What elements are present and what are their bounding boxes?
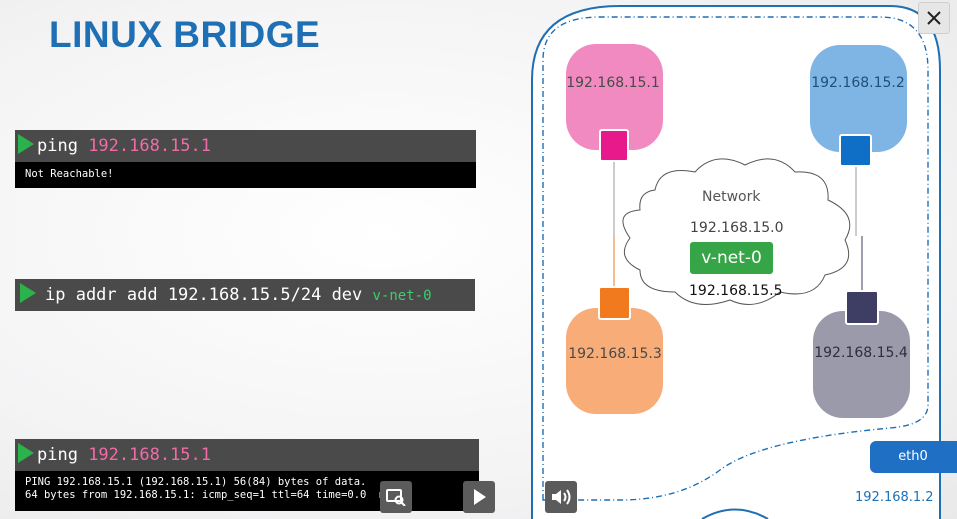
host-ip: 192.168.1.2	[855, 490, 934, 505]
port-ns2	[839, 134, 872, 167]
command-line: ping 192.168.15.1	[15, 130, 476, 162]
close-icon	[927, 11, 941, 25]
volume-icon	[552, 489, 571, 505]
play-icon	[474, 489, 486, 505]
prompt-arrow-icon	[20, 283, 36, 303]
command-output: Not Reachable!	[15, 162, 476, 188]
namespace-4	[813, 311, 910, 418]
namespace-4-ip: 192.168.15.4	[814, 345, 908, 361]
network-label: Network	[702, 189, 761, 205]
prompt-arrow-icon	[18, 443, 34, 463]
namespace-1	[566, 44, 663, 150]
close-button[interactable]	[918, 2, 950, 34]
command-text: ping	[37, 136, 89, 156]
port-ns1	[599, 129, 629, 162]
namespace-3-ip: 192.168.15.3	[568, 346, 662, 362]
network-subnet: 192.168.15.0	[690, 220, 784, 236]
network-cloud	[622, 158, 851, 305]
eth0-interface: eth0	[870, 441, 957, 473]
bridge-ip: 192.168.15.5	[689, 283, 783, 299]
bottom-arc	[701, 508, 769, 519]
volume-button[interactable]	[545, 481, 577, 513]
port-ns3	[598, 286, 631, 320]
terminal-ip-addr: ip addr add 192.168.15.5/24 dev v-net-0	[15, 279, 475, 311]
command-dev: v-net-0	[372, 288, 432, 304]
command-ip: 192.168.15.1	[88, 136, 212, 156]
command-line: ping 192.168.15.1	[15, 439, 479, 471]
captions-button[interactable]	[380, 481, 412, 513]
terminal-ping-2: ping 192.168.15.1 PING 192.168.15.1 (192…	[15, 439, 479, 511]
port-ns4	[845, 290, 879, 325]
namespace-2-ip: 192.168.15.2	[811, 75, 905, 91]
slide-title: LINUX BRIDGE	[49, 14, 321, 55]
prompt-arrow-icon	[18, 134, 34, 154]
command-text: ping	[37, 445, 89, 465]
command-line: ip addr add 192.168.15.5/24 dev v-net-0	[15, 279, 475, 311]
namespace-2	[810, 45, 907, 152]
output-line-1: PING 192.168.15.1 (192.168.15.1) 56(84) …	[25, 476, 367, 488]
namespace-dashed-boundary	[542, 16, 929, 501]
command-ip: 192.168.15.1	[88, 445, 212, 465]
namespace-3	[566, 308, 663, 414]
command-text: ip addr add 192.168.15.5/24 dev	[45, 285, 373, 305]
bridge-interface-v-net-0: v-net-0	[690, 242, 773, 274]
namespace-1-ip: 192.168.15.1	[566, 75, 660, 91]
captions-icon	[386, 489, 406, 506]
terminal-ping-1: ping 192.168.15.1 Not Reachable!	[15, 130, 476, 188]
play-button[interactable]	[463, 481, 495, 513]
